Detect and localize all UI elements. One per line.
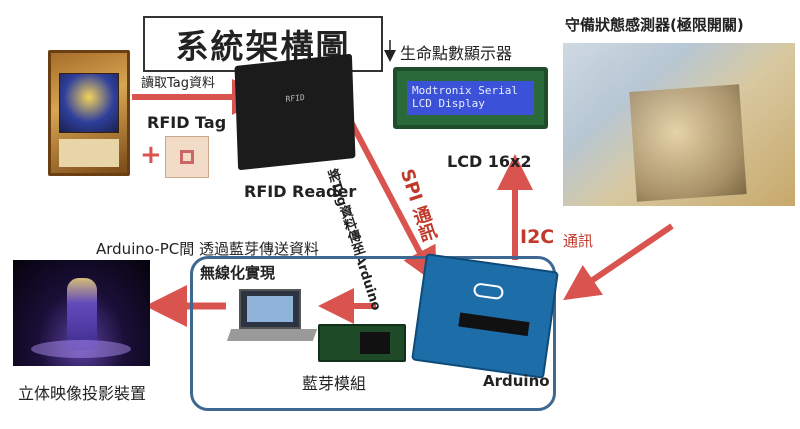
label-i2c-text: 通訊 [563, 230, 593, 251]
label-i2c: I2C [520, 226, 554, 248]
label-wireless: 無線化實現 [200, 262, 275, 283]
hologram-base [31, 340, 131, 358]
game-card-image [48, 50, 130, 176]
bluetooth-module-image [318, 324, 406, 362]
bluetooth-chip [360, 332, 390, 354]
lcd-screen: Modtronix Serial LCD Display [407, 81, 534, 115]
label-hologram: 立体映像投影裝置 [18, 380, 146, 404]
laptop-screen [239, 289, 301, 329]
hologram-image [13, 260, 150, 366]
arduino-board-image [411, 253, 559, 379]
card-art [59, 73, 119, 133]
sensor-photo-card [629, 84, 746, 201]
label-lcd-name: LCD 16x2 [447, 152, 532, 171]
lcd-display-image: Modtronix Serial LCD Display [393, 67, 548, 129]
label-arduino: Arduino [483, 372, 550, 390]
lcd-line-1: Modtronix Serial [412, 84, 529, 97]
arduino-logo [473, 282, 505, 300]
reader-marking: RFID [285, 93, 304, 104]
lcd-line-2: LCD Display [412, 97, 529, 110]
label-rfid-tag: RFID Tag [147, 113, 226, 132]
plus-sign: + [140, 140, 162, 170]
laptop-keyboard [227, 329, 317, 341]
tag-chip [180, 150, 194, 164]
arduino-chip [458, 313, 529, 337]
rfid-tag-image [165, 136, 209, 178]
rfid-reader-image: RFID [235, 54, 356, 171]
laptop-image [229, 289, 315, 351]
label-lcd-caption: 生命點數顯示器 [400, 40, 512, 64]
sensor-photo [563, 43, 795, 206]
label-read-tag: 讀取Tag資料 [141, 72, 215, 91]
card-text-area [59, 139, 119, 167]
label-bluetooth: 藍芽模組 [302, 370, 366, 394]
label-sensor: 守備狀態感測器(極限開關) [565, 14, 744, 35]
